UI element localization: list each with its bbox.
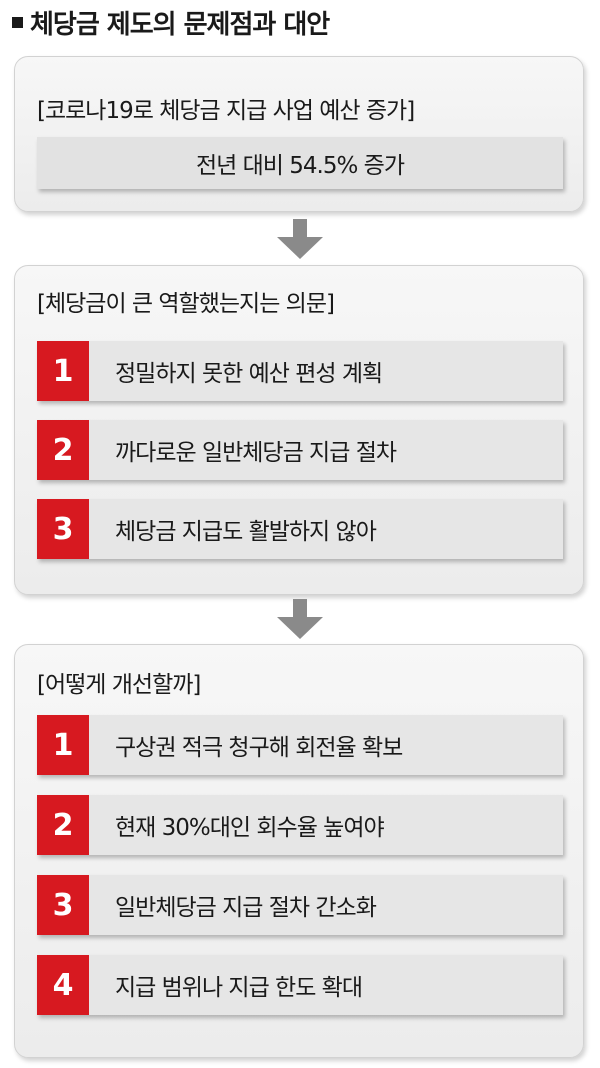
item-number-badge: 4	[37, 955, 89, 1015]
page-title: 체당금 제도의 문제점과 대안	[12, 4, 330, 40]
item-number-badge: 1	[37, 715, 89, 775]
section-doubts: [체당금이 큰 역할했는지는 의문] 1 정밀하지 못한 예산 편성 계획 2 …	[14, 265, 584, 595]
section-title: [어떻게 개선할까]	[37, 672, 201, 698]
section-title: [코로나19로 체당금 지급 사업 예산 증가]	[37, 98, 415, 124]
section-budget-increase: [코로나19로 체당금 지급 사업 예산 증가] 전년 대비 54.5% 증가	[14, 56, 584, 212]
item-text: 구상권 적극 청구해 회전율 확보	[115, 735, 403, 761]
list-item: 2 까다로운 일반체당금 지급 절차	[37, 420, 563, 480]
section-title: [체당금이 큰 역할했는지는 의문]	[37, 291, 335, 317]
item-number-badge: 2	[37, 795, 89, 855]
down-arrow-icon	[277, 599, 323, 639]
list-item: 1 정밀하지 못한 예산 편성 계획	[37, 341, 563, 401]
list-item: 2 현재 30%대인 회수율 높여야	[37, 795, 563, 855]
item-number-badge: 3	[37, 499, 89, 559]
down-arrow-icon	[277, 219, 323, 259]
section-improvements: [어떻게 개선할까] 1 구상권 적극 청구해 회전율 확보 2 현재 30%대…	[14, 644, 584, 1058]
item-number-badge: 2	[37, 420, 89, 480]
item-text: 체당금 지급도 활발하지 않아	[115, 519, 377, 545]
list-item: 3 일반체당금 지급 절차 간소화	[37, 875, 563, 935]
page-title-text: 체당금 제도의 문제점과 대안	[30, 9, 330, 40]
budget-increase-value: 전년 대비 54.5% 증가	[37, 137, 563, 189]
list-item: 3 체당금 지급도 활발하지 않아	[37, 499, 563, 559]
item-text: 지급 범위나 지급 한도 확대	[115, 975, 363, 1001]
item-text: 현재 30%대인 회수율 높여야	[115, 815, 385, 841]
item-text: 까다로운 일반체당금 지급 절차	[115, 440, 397, 466]
list-item: 4 지급 범위나 지급 한도 확대	[37, 955, 563, 1015]
item-text: 일반체당금 지급 절차 간소화	[115, 895, 377, 921]
square-bullet-icon	[12, 16, 23, 28]
list-item: 1 구상권 적극 청구해 회전율 확보	[37, 715, 563, 775]
item-number-badge: 1	[37, 341, 89, 401]
item-text: 정밀하지 못한 예산 편성 계획	[115, 361, 383, 387]
item-number-badge: 3	[37, 875, 89, 935]
